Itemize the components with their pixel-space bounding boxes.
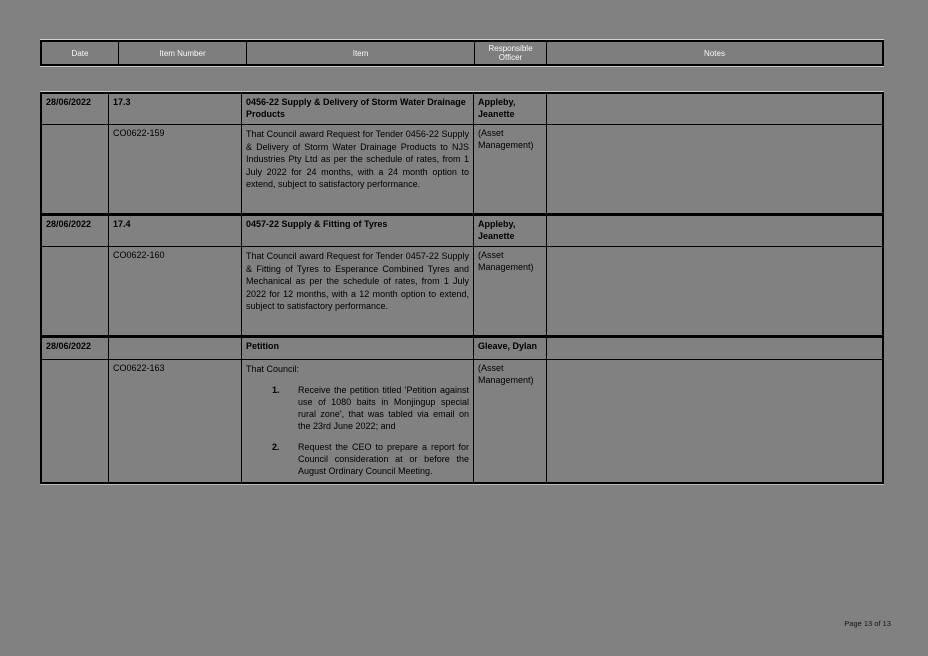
header-cell-notes: Notes bbox=[704, 48, 725, 58]
cell-notes bbox=[547, 338, 882, 359]
cell-date: 28/06/2022 bbox=[42, 216, 109, 246]
cell-department: (Asset Management) bbox=[474, 125, 547, 213]
cell-notes bbox=[547, 94, 882, 124]
cell-item-number bbox=[109, 338, 242, 359]
cell-notes-empty bbox=[547, 125, 882, 213]
resolution-intro: That Council: bbox=[246, 364, 300, 374]
list-item-text: Request the CEO to prepare a report for … bbox=[298, 442, 469, 476]
cell-notes-empty bbox=[547, 247, 882, 335]
header-cell-item-number: Item Number bbox=[119, 42, 247, 64]
resolution-paragraph: That Council award Request for Tender 04… bbox=[246, 251, 469, 311]
cell-date: 28/06/2022 bbox=[42, 338, 109, 359]
list-item-text: Receive the petition titled 'Petition ag… bbox=[298, 385, 469, 431]
page-number: Page 13 of 13 bbox=[844, 619, 891, 628]
cell-department: (Asset Management) bbox=[474, 247, 547, 335]
table-row-body: CO0622-163 That Council: 1. Receive the pet… bbox=[42, 360, 882, 482]
cell-motion-number: CO0622-159 bbox=[109, 125, 242, 213]
cell-resolution-text: That Council: 1. Receive the petition titl… bbox=[242, 360, 474, 482]
cell-date-empty bbox=[42, 247, 109, 335]
cell-item-number: 17.4 bbox=[109, 216, 242, 246]
cell-item-title: Petition bbox=[242, 338, 474, 359]
cell-item-title: 0457-22 Supply & Fitting of Tyres bbox=[242, 216, 474, 246]
cell-date-empty bbox=[42, 125, 109, 213]
resolution-list-item: 2. Request the CEO to prepare a report fo… bbox=[246, 441, 469, 477]
header-cell-responsible-officer: Responsible Officer bbox=[475, 42, 547, 64]
cell-department: (Asset Management) bbox=[474, 360, 547, 482]
list-item-number: 2. bbox=[272, 442, 280, 452]
header-cell-item: Item bbox=[247, 42, 475, 64]
cell-responsible-officer: Appleby, Jeanette bbox=[474, 216, 547, 246]
cell-notes-empty bbox=[547, 360, 882, 482]
resolution-paragraph: That Council award Request for Tender 04… bbox=[246, 129, 469, 189]
cell-resolution-text: That Council award Request for Tender 04… bbox=[242, 125, 474, 213]
cell-resolution-text: That Council award Request for Tender 04… bbox=[242, 247, 474, 335]
header-cell-date: Date bbox=[42, 42, 119, 64]
cell-motion-number: CO0622-163 bbox=[109, 360, 242, 482]
cell-item-number: 17.3 bbox=[109, 94, 242, 124]
list-item-number: 1. bbox=[272, 385, 280, 395]
cell-responsible-officer: Appleby, Jeanette bbox=[474, 94, 547, 124]
cell-item-title: 0456-22 Supply & Delivery of Storm Water… bbox=[242, 94, 474, 124]
resolution-list-item: 1. Receive the petition titled 'Petition … bbox=[246, 384, 469, 432]
cell-responsible-officer: Gleave, Dylan bbox=[474, 338, 547, 359]
cell-date-empty bbox=[42, 360, 109, 482]
cell-date: 28/06/2022 bbox=[42, 94, 109, 124]
cell-notes bbox=[547, 216, 882, 246]
cell-motion-number: CO0622-160 bbox=[109, 247, 242, 335]
